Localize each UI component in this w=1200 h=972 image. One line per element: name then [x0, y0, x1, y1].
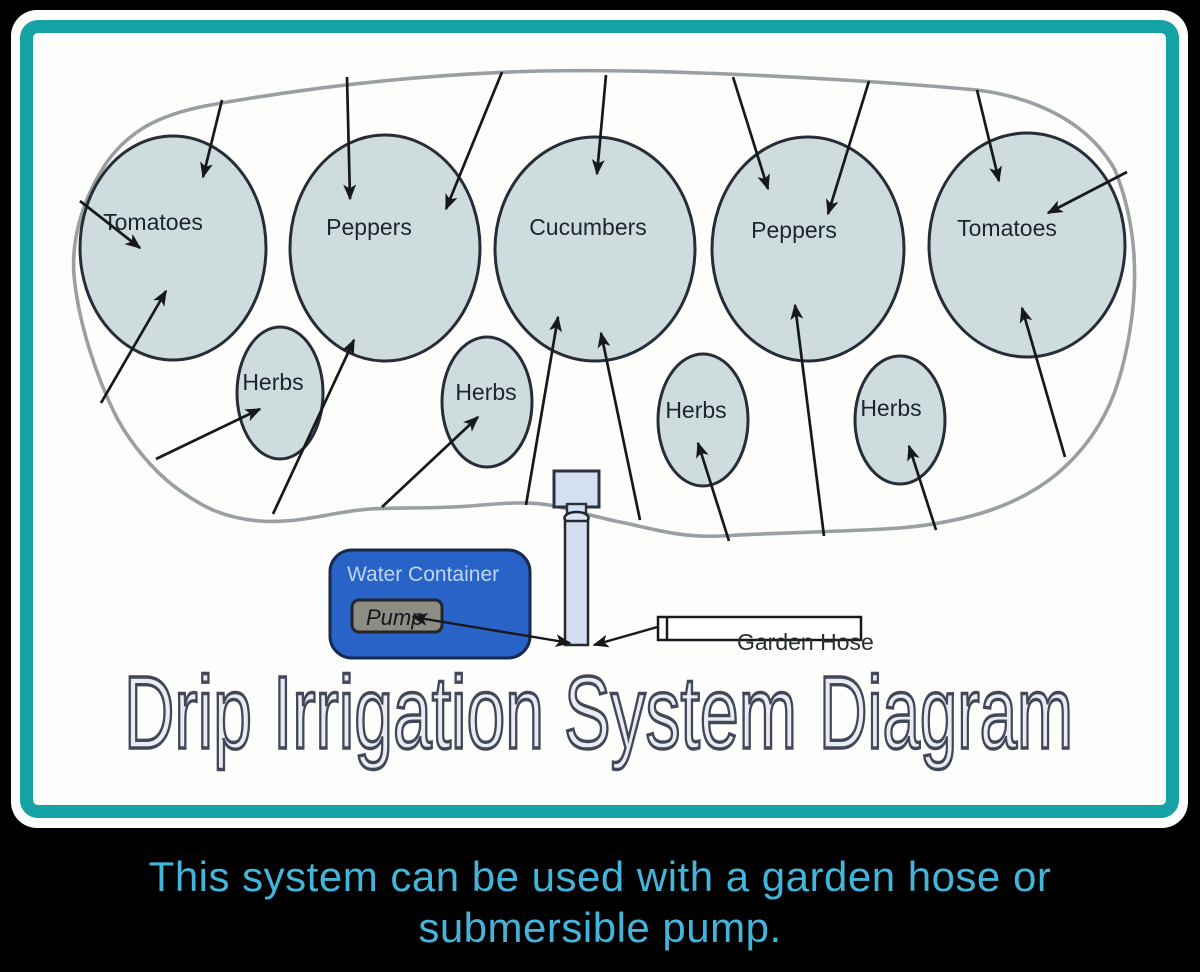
svg-text:Cucumbers: Cucumbers — [529, 214, 647, 240]
svg-text:Peppers: Peppers — [326, 214, 412, 240]
svg-text:Herbs: Herbs — [242, 369, 303, 395]
svg-text:Drip: Drip — [124, 655, 252, 770]
svg-text:Tomatoes: Tomatoes — [957, 215, 1057, 241]
svg-text:Herbs: Herbs — [665, 397, 726, 423]
svg-text:Water Container: Water Container — [347, 563, 499, 586]
svg-text:Peppers: Peppers — [751, 217, 837, 243]
svg-text:Garden Hose: Garden Hose — [737, 629, 874, 655]
svg-text:System: System — [564, 655, 797, 770]
svg-text:Diagram: Diagram — [819, 655, 1073, 770]
svg-text:Irrigation: Irrigation — [273, 655, 544, 770]
svg-text:Herbs: Herbs — [455, 379, 516, 405]
svg-text:Herbs: Herbs — [860, 395, 921, 421]
